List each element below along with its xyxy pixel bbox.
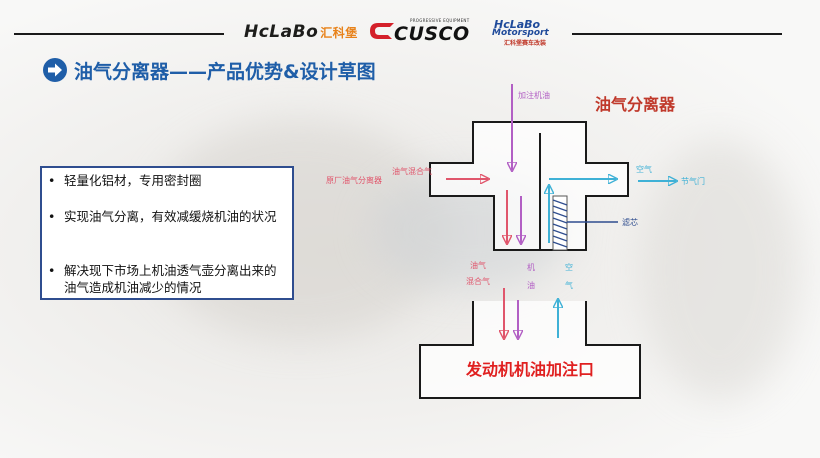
bullet-text: 实现油气分离，有效减缓烧机油的状况 bbox=[64, 209, 277, 224]
diagram-title: 油气分离器 bbox=[595, 95, 676, 114]
advantages-box: • 轻量化铝材，专用密封圈 • 实现油气分离，有效减缓烧机油的状况 • 解决现下… bbox=[40, 166, 294, 300]
background-smudge bbox=[640, 140, 800, 400]
bullet-dot: • bbox=[48, 263, 56, 278]
label-filter: 滤芯 bbox=[622, 217, 638, 227]
label-mix-down: 油气混合气 bbox=[466, 260, 490, 286]
label-oil-down: 机油 bbox=[527, 262, 535, 290]
arrow-right-circle-icon bbox=[43, 58, 67, 82]
bullet-dot: • bbox=[48, 173, 56, 188]
cusco-logo: PROGRESSIVE EQUIPMENT CUSCO bbox=[368, 18, 470, 46]
cusco-swoosh-icon bbox=[370, 23, 394, 39]
motorsport-logo-line3: 汇科堡赛车改装 bbox=[504, 40, 547, 47]
motorsport-logo-line1: HcLaBo bbox=[494, 18, 541, 31]
label-air-out: 空气 bbox=[636, 164, 652, 174]
cusco-logo-text: CUSCO bbox=[394, 23, 470, 45]
bullet-item: • 实现油气分离，有效减缓烧机油的状况 bbox=[48, 208, 288, 225]
bullet-dot: • bbox=[48, 209, 56, 224]
bullet-text: 轻量化铝材，专用密封圈 bbox=[64, 173, 202, 188]
label-mix-in: 油气混合气 bbox=[392, 166, 432, 176]
cusco-tagline: PROGRESSIVE EQUIPMENT bbox=[410, 18, 470, 23]
header-line-left bbox=[14, 33, 224, 35]
label-orig-separator: 原厂油气分离器 bbox=[326, 175, 382, 185]
header-line-right bbox=[572, 33, 782, 35]
bullet-item: • 轻量化铝材，专用密封圈 bbox=[48, 172, 288, 189]
bullet-item: • 解决现下市场上机油透气壶分离出来的油气造成机油减少的情况 bbox=[48, 262, 288, 296]
hclabo-logo-text: HcLaBo bbox=[244, 22, 319, 42]
hclabo-logo-cn: 汇科堡 bbox=[320, 26, 358, 40]
separator-body bbox=[429, 121, 629, 251]
slide-title-row: 油气分离器——产品优势&设计草图 bbox=[42, 56, 376, 84]
label-add-oil: 加注机油 bbox=[518, 90, 550, 100]
motorsport-logo-line2: Motorsport bbox=[492, 28, 549, 38]
bullet-text: 解决现下市场上机油透气壶分离出来的油气造成机油减少的情况 bbox=[64, 263, 277, 295]
label-air-up: 空气 bbox=[565, 262, 573, 290]
filter-element bbox=[552, 195, 568, 251]
engine-filler-block bbox=[419, 301, 641, 399]
label-throttle: 节气门 bbox=[681, 176, 705, 186]
slide-title: 油气分离器——产品优势&设计草图 bbox=[74, 60, 376, 83]
hclabo-motorsport-logo: HcLaBo Motorsport 汇科堡赛车改装 bbox=[492, 18, 554, 47]
label-engine-filler: 发动机机油加注口 bbox=[465, 360, 594, 379]
